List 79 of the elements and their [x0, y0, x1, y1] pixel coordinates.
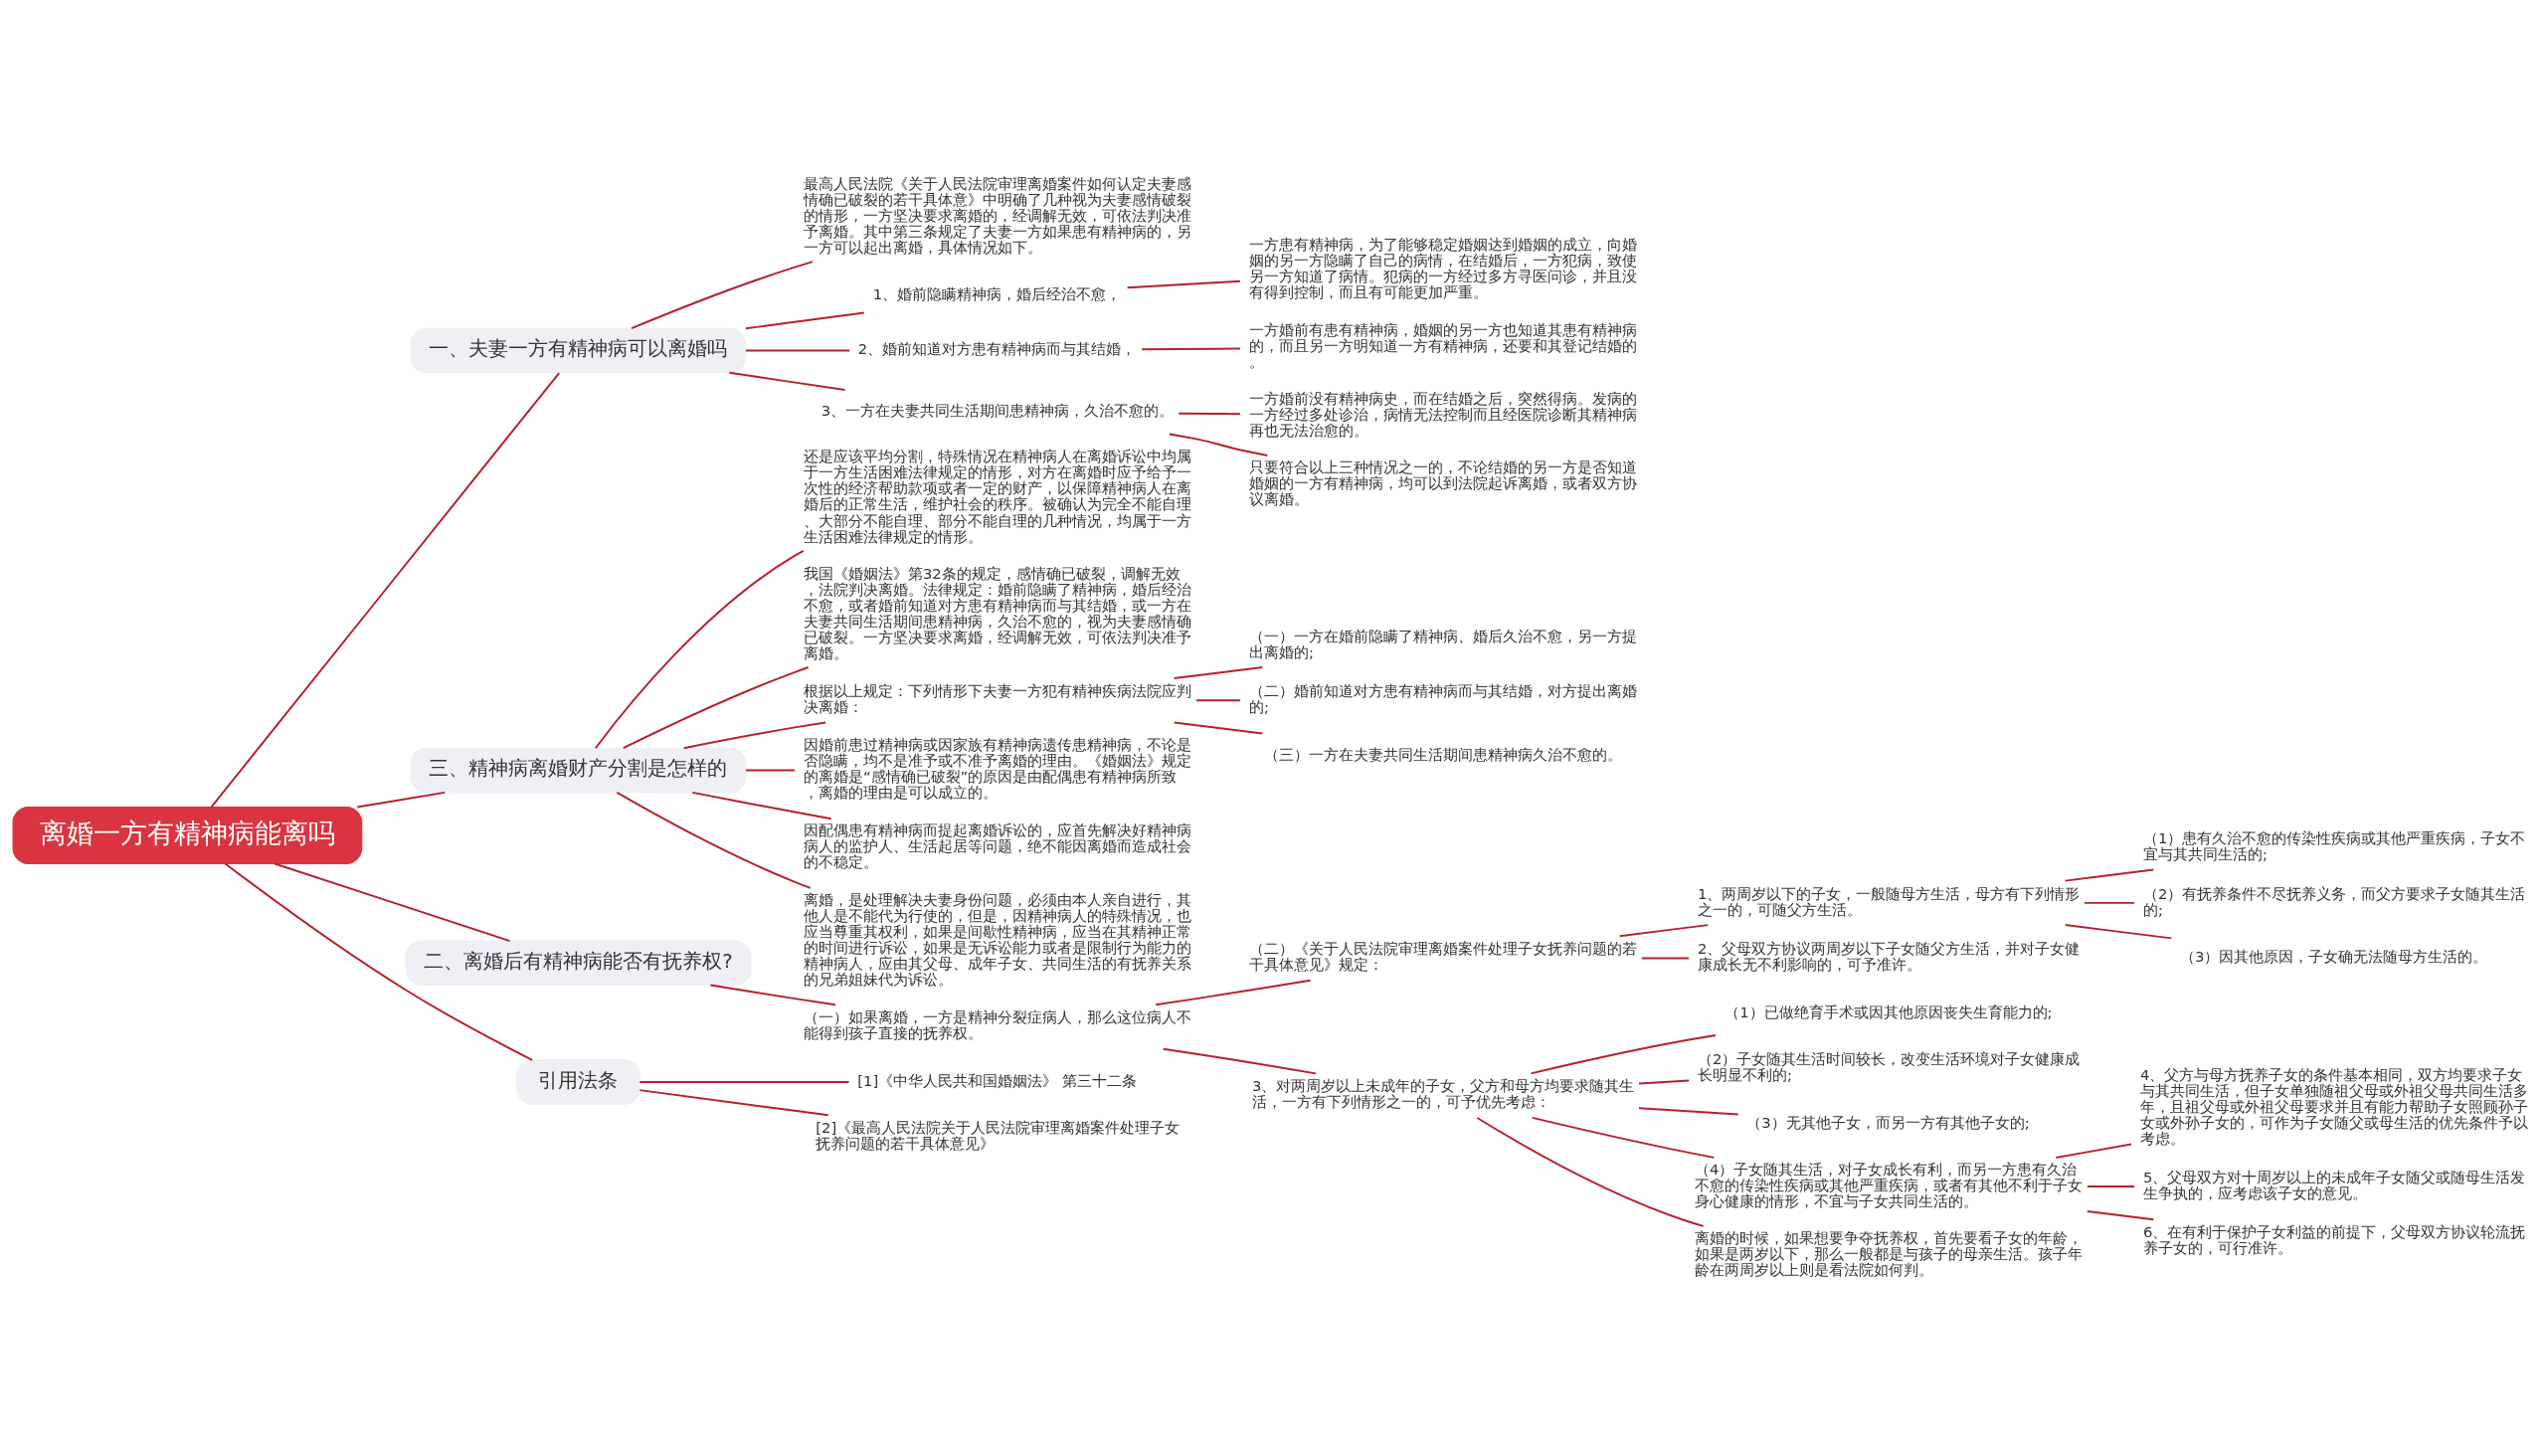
node-text: （1）患有久治不愈的传染性疾病或其他严重疾病，子女不宜与其共同生活的;: [2143, 829, 2526, 863]
node-text: 4、父方与母方抚养子女的条件基本相同，双方均要求子女与其共同生活，但子女单独随祖父母或外祖父母共同生活多年，且祖父母或外祖父母要求并且有能力帮助子女照顾孙子女或外孙子女的，可作为子女随父或母生活的优先条件予以考虑。: [2139, 1065, 2528, 1147]
node-text: 因婚前患过精神病或因家族有精神病遗传患精神病，不论是否隐瞒，均不是准予或不准予离婚的理由。《婚姻法》规定的离婚是“感情确已破裂”的原因是由配偶患有精神病所致，离婚的理由是可以成立的。: [803, 736, 1191, 802]
node-text: [2]《最高人民法院关于人民法院审理离婚案件处理子女抚养问题的若干具体意见》: [816, 1119, 1181, 1153]
connector: [2084, 901, 2136, 904]
node-box: 三、精神病离婚财产分割是怎样的: [410, 747, 747, 794]
connector: [1640, 957, 1691, 960]
connector: [2086, 1209, 2155, 1221]
node-box: 引用法条: [516, 1059, 640, 1105]
connector: [1530, 1034, 1717, 1075]
node-text: （一）一方在婚前隐瞒了精神病、婚后久治不愈，另一方提出离婚的;: [1248, 627, 1637, 660]
connector: [273, 862, 511, 943]
node-text: 6、在有利于保护子女利益的前提下，父母双方协议轮流抚养子女的，可行准许。: [2143, 1223, 2526, 1257]
connector: [682, 721, 827, 750]
node-text: （3）无其他子女，而另一方有其他子女的;: [1746, 1113, 2030, 1131]
node-text: 还是应该平均分割，特殊情况在精神病人在离婚诉讼中均属于一方生活困难法律规定的情形，对方在离婚时应予给予一次性的经济帮助款项或者一定的财产，以保障精神病人在离婚后的正常生活，维护社会的秩序。被确认为完全不能自理、大部分不能自理、部分不能自理的几种情况，均属于一方生活困难法律规定的情形。: [803, 448, 1191, 545]
connector: [1173, 665, 1264, 679]
node-text: 2、婚前知道对方患有精神病而与其结婚，: [857, 340, 1137, 358]
connector: [1168, 433, 1269, 456]
connector: [594, 549, 805, 750]
node-text: 因配偶患有精神病而提起离婚诉讼的，应首先解决好精神病病人的监护人、生活起居等问题，绝不能因离婚而造成社会的不稳定。: [803, 821, 1191, 871]
node-text: 离婚，是处理解决夫妻身份问题，必须由本人亲自进行，其他人是不能代为行使的，但是，因精神病人的特殊情况，也应当尊重其权利，如果是间歇性精神病，应当在其精神正常的时间进行诉讼，如果是无诉讼能力或者是限制行为能力的精神病人，应由其父母、成年子女、共同生活的有抚养关系的兄弟姐妹代为诉讼。: [803, 890, 1191, 989]
node-text: 一方婚前有患有精神病，婚姻的另一方也知道其患有精神病的，而且另一方明知道一方有精神病，还要和其登记结婚的。: [1248, 320, 1637, 370]
node-text: 1、婚前隐瞒精神病，婚后经治不愈，: [872, 284, 1122, 302]
connector: [1162, 1047, 1317, 1075]
connector: [1618, 924, 1710, 938]
node-text: 1、两周岁以下的子女，一般随母方生活，母方有下列情形之一的，可随父方生活。: [1698, 884, 2081, 918]
node-box: 二、离婚后有精神病能否有抚养权?: [405, 940, 752, 987]
connector: [622, 666, 810, 750]
connector: [745, 349, 851, 352]
connector: [691, 791, 832, 820]
node-text: 一方婚前没有精神病史，而在结婚之后，突然得病。发病的一方经过多处诊治，病情无法控制而且经医院诊断其精神病再也无法治愈的。: [1248, 389, 1637, 439]
node-text: 一方患有精神病，为了能够稳定婚姻达到婚姻的成立，向婚姻的另一方隐瞒了自己的病情，在结婚后，一方犯病，致使另一方知道了病情。犯病的一方经过多方寻医问诊，并且没有得到控制，而且有可能更加严重。: [1248, 235, 1637, 300]
node-text: 3、对两周岁以上未成年的子女，父方和母方均要求随其生活，一方有下列情形之一的，可予优先考虑：: [1252, 1077, 1635, 1111]
connector: [2064, 868, 2155, 882]
node-text: 最高人民法院《关于人民法院审理离婚案件如何认定夫妻感情确已破裂的若干具体意》中明确了几种视为夫妻感情破裂的情形，一方坚决要求离婚的，经调解无效，可依法判决准予离婚。其中第三条规定了夫妻一方如果患有精神病的，另一方可以起出离婚，具体情况如下。: [803, 174, 1191, 256]
node-text: 离婚的时候，如果想要争夺抚养权，首先要看子女的年龄，如果是两岁以下，那么一般都是与孩子的母亲生活。孩子年龄在两周岁以上则是看法院如何判。: [1694, 1228, 2083, 1278]
connector: [1638, 1107, 1739, 1116]
connector: [1155, 979, 1312, 1006]
node-text: （2）子女随其生活时间较长，改变生活环境对子女健康成长明显不利的;: [1698, 1050, 2081, 1084]
connector: [1141, 347, 1241, 351]
connector: [638, 1081, 850, 1084]
node-text: （三）一方在夫妻共同生活期间患精神病久治不愈的。: [1263, 745, 1622, 763]
connector: [1476, 1117, 1705, 1227]
connector: [1126, 279, 1241, 289]
connector: [745, 769, 797, 772]
node-text: （一）如果离婚，一方是精神分裂症病人，那么这位病人不能得到孩子直接的抚养权。: [803, 1008, 1191, 1042]
node-text: 5、父母双方对十周岁以上的未成年子女随父或随母生活发生争执的，应考虑该子女的意见。: [2143, 1168, 2526, 1201]
connector: [1531, 1116, 1716, 1159]
connector: [728, 371, 846, 391]
node-text: 我国《婚姻法》第32条的规定，感情确已破裂，调解无效，法院判决离婚。法律规定：婚前隐瞒了精神病，婚后经治不愈，或者婚前知道对方患有精神病而与其结婚，或一方在夫妻共同生活期间患精神病，久治不愈的，视为夫妻感情确已破裂。一方坚决要求离婚，经调解无效，可依法判决准予离婚。: [803, 564, 1191, 661]
node-text: （1）已做绝育手术或因其他原因丧失生育能力的;: [1725, 1002, 2053, 1020]
node-box: 一、夫妻一方有精神病可以离婚吗: [410, 327, 747, 374]
node-box: 离婚一方有精神病能离吗: [12, 807, 363, 864]
connector: [2086, 1184, 2136, 1187]
connector: [224, 862, 534, 1061]
connector: [2055, 1143, 2132, 1159]
node-text: （二）婚前知道对方患有精神病而与其结婚，对方提出离婚的;: [1248, 682, 1637, 716]
connector: [638, 1089, 829, 1117]
connector: [2064, 924, 2173, 940]
node-text: 只要符合以上三种情况之一的，不论结婚的另一方是否知道婚姻的一方有精神病，均可以到法院起诉离婚，或者双方协议离婚。: [1248, 457, 1637, 507]
connector: [1178, 412, 1242, 416]
node-text: （2）有抚养条件不尽抚养义务，而父方要求子女随其生活的;: [2143, 884, 2526, 918]
node-text: （4）子女随其生活，对子女成长有利，而另一方患有久治不愈的传染性疾病或其他严重疾病，或者有其他不利于子女身心健康的情形，不宜与子女共同生活的。: [1694, 1160, 2083, 1209]
connector: [1173, 721, 1264, 735]
connector: [616, 791, 812, 889]
node-text: （3）因其他原因，子女确无法随母方生活的。: [2180, 948, 2488, 966]
connector: [709, 984, 836, 1006]
node-text: [1]《中华人民共和国婚姻法》 第三十二条: [857, 1071, 1137, 1089]
connector: [1638, 1079, 1691, 1085]
connector: [1194, 699, 1242, 702]
connector: [356, 791, 447, 809]
node-text: 3、一方在夫妻共同生活期间患精神病，久治不愈的。: [820, 402, 1175, 420]
connector: [745, 311, 865, 330]
node-text: 2、父母双方协议两周岁以下子女随父方生活，并对子女健康成长无不利影响的，可予准许。: [1698, 940, 2081, 974]
node-text: （二）《关于人民法院审理离婚案件处理子女抚养问题的若干具体意见》规定：: [1248, 940, 1637, 974]
connector: [210, 372, 561, 809]
connector: [631, 261, 815, 330]
node-text: 根据以上规定：下列情形下夫妻一方犯有精神疾病法院应判决离婚：: [803, 682, 1191, 716]
